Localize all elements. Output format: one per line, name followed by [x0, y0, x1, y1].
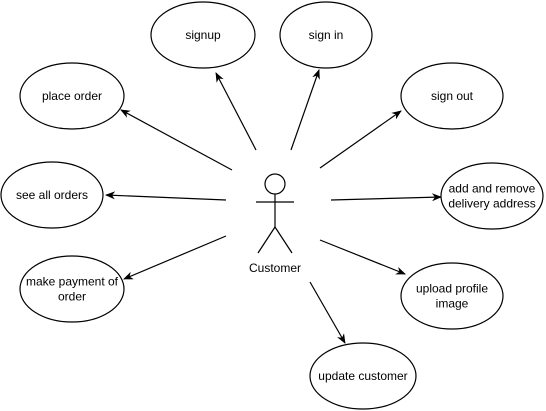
use-case-sign-in: sign in: [279, 1, 373, 69]
use-case-ellipse: [400, 62, 504, 130]
use-case-sign-out: sign out: [400, 62, 504, 130]
association-arrow-add-remove-delivery-address: [330, 193, 442, 202]
use-case-update-customer: update customer: [309, 342, 417, 410]
association-arrow-make-payment: [123, 235, 227, 280]
use-case-label: signup: [185, 28, 221, 42]
actor-left-leg: [257, 226, 276, 254]
association-arrow-place-order: [120, 109, 233, 171]
use-case-ellipse: [309, 342, 417, 410]
use-case-place-order: place order: [19, 62, 125, 130]
use-case-see-all-orders: see all orders: [0, 161, 104, 229]
use-case-label: make payment of: [26, 275, 119, 289]
use-case-label: add and remove: [449, 182, 536, 196]
use-case-label: upload profile: [416, 282, 488, 296]
association-arrow-update-customer: [309, 281, 346, 344]
association-arrow-sign-out: [319, 110, 402, 169]
use-case-label: image: [436, 297, 469, 311]
use-case-ellipse: [0, 161, 104, 229]
actor-right-leg: [274, 226, 293, 254]
use-case-label: order: [58, 290, 86, 304]
association-arrow-sign-in: [290, 69, 320, 151]
association-arrow-upload-profile-image: [319, 239, 406, 275]
use-case-ellipse: [150, 1, 256, 69]
use-case-label: sign in: [309, 28, 344, 42]
use-case-ellipse: [440, 162, 544, 230]
association-arrow-see-all-orders: [105, 191, 227, 201]
customer-actor: Customer: [249, 173, 301, 275]
use-case-ellipse: [19, 255, 125, 323]
use-case-label: see all orders: [16, 188, 88, 202]
use-case-label: update customer: [318, 369, 407, 383]
associations: [105, 69, 442, 344]
use-case-label: sign out: [431, 89, 474, 103]
use-case-signup: signup: [150, 1, 256, 69]
association-arrow-signup: [215, 72, 257, 151]
use-case-label: delivery address: [448, 197, 535, 211]
use-case-label: place order: [42, 89, 102, 103]
actor-head: [264, 173, 286, 195]
use-case-ellipse: [279, 1, 373, 69]
use-case-ellipse: [400, 262, 504, 330]
use-case-ellipse: [19, 62, 125, 130]
actor-label: Customer: [249, 261, 301, 275]
